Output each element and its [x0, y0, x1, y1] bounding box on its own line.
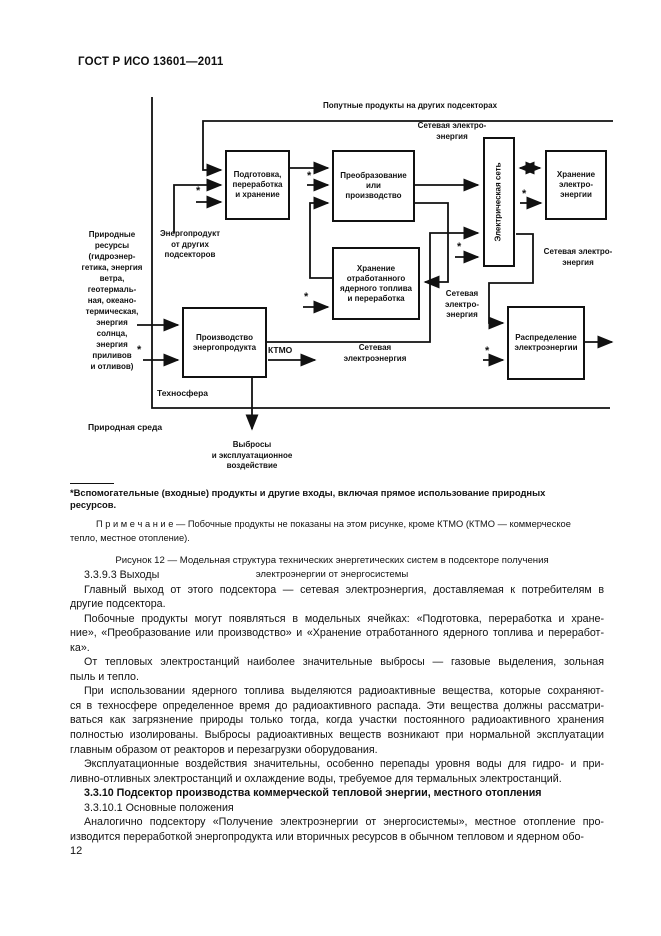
box-podgotovka: Подготовка, переработка и хранение — [225, 150, 290, 220]
line-proizvodstvo-to-set — [267, 226, 480, 343]
label-grid-energy-top: Сетевая электро- энергия — [417, 121, 487, 141]
asterisk-podgotovka: * — [196, 185, 201, 197]
figure-footnote: *Вспомогательные (входные) продукты и др… — [70, 487, 546, 510]
body-paragraph: От тепловых электростанций наиболее знач… — [70, 656, 604, 685]
label-grid-energy-mid: Сетевая электро- энергия — [444, 289, 480, 319]
label-tehnosfera: Техносфера — [157, 388, 209, 398]
footnote-rule — [70, 483, 114, 484]
label-energoprodukt: Энергопродукт от других подсекторов — [159, 229, 221, 259]
asterisk-resources: * — [137, 344, 142, 356]
asterisk-elektroset: * — [457, 241, 462, 253]
line-energoprodukt-input — [173, 178, 223, 233]
text-line: ние», «Преобразование или производство» … — [70, 627, 604, 640]
body-paragraph: 3.3.9.3 Выходы — [70, 569, 604, 584]
figure-12-diagram: Подготовка, переработка и хранение Преоб… — [0, 95, 661, 475]
text-line: главным образом от реакторов и перезагру… — [70, 743, 378, 756]
label-natural-resources: Природные ресурсы (гидроэнер- гетика, эн… — [81, 230, 143, 371]
text-line: Главный выход от этого подсектора — сете… — [84, 583, 604, 596]
box-proizvodstvo: Производство энергопродукта — [182, 307, 267, 378]
label-grid-energy-bottom: Сетевая электроэнергия — [343, 343, 407, 363]
text-line: 3.3.10.1 Основные положения — [84, 801, 234, 814]
body-paragraph: 3.3.10 Подсектор производства коммерческ… — [70, 787, 604, 802]
body-paragraph: При использовании ядерного топлива выдел… — [70, 685, 604, 758]
text-line: 3.3.9.3 Выходы — [84, 569, 160, 581]
line-tehnosfera-boundary — [151, 97, 610, 409]
box-hranenie-yad: Хранение отработанного ядерного топлива … — [332, 247, 420, 320]
asterisk-hranenie-yad: * — [304, 291, 309, 303]
box-elektroset-label: Электрическая сеть — [494, 162, 503, 242]
figure-caption: Рисунок 12 — Модельная структура техниче… — [115, 555, 549, 580]
text-line: другие подсектора. — [70, 598, 166, 611]
text-line: 3.3.10 Подсектор производства коммерческ… — [84, 787, 542, 800]
label-grid-energy-right: Сетевая электро- энергия — [543, 247, 613, 267]
line-set-to-raspredelenie — [488, 233, 534, 330]
body-paragraph: Побочные продукты могут появляться в мод… — [70, 613, 604, 657]
text-line: От тепловых электростанций наиболее знач… — [84, 656, 604, 669]
line-hranyad-to-preobrazovanie — [309, 196, 332, 279]
asterisk-raspredelenie: * — [485, 345, 490, 357]
asterisk-hranenie-ee: * — [522, 188, 527, 200]
text-line: При использовании ядерного топлива выдел… — [84, 685, 604, 698]
text-line: Эксплуатационные воздействия значительны… — [84, 758, 604, 771]
line-preobrazovanie-to-hranyad — [415, 202, 449, 289]
text-line: ливно-отливных электростанций и охлажден… — [70, 772, 562, 785]
box-raspredelenie: Распределение электроэнергии — [507, 306, 585, 380]
label-ktmo: КТМО — [268, 345, 293, 355]
label-byproducts: Попутные продукты на других подсекторах — [322, 101, 498, 110]
asterisk-preobrazovanie: * — [307, 170, 312, 182]
text-line: Аналогично подсектору «Получение электро… — [84, 816, 604, 829]
text-line: ка». — [70, 641, 90, 654]
box-elektroset: Электрическая сеть — [483, 137, 515, 267]
text-line: полностью изолированы. Выбросы радиоакти… — [70, 729, 604, 742]
label-natural-environment: Природная среда — [88, 422, 163, 432]
box-hranenie-ee: Хранение электро- энергии — [545, 150, 607, 220]
text-line: пыль и тепло. — [70, 670, 139, 683]
figure-note: П р и м е ч а н и е — Побочные продукты … — [70, 519, 571, 543]
diagram-lines-layer — [137, 97, 614, 431]
label-emissions: Выбросы и эксплуатационное воздействие — [211, 440, 293, 470]
page-number: 12 — [70, 845, 83, 857]
box-preobrazovanie: Преобразование или производство — [332, 150, 415, 222]
body-paragraph: 3.3.10.1 Основные положения — [70, 802, 604, 817]
page-header: ГОСТ Р ИСО 13601—2011 — [78, 56, 224, 68]
body-paragraph: Аналогично подсектору «Получение электро… — [70, 816, 604, 845]
text-line: ваться как загрязнение природы только то… — [70, 714, 604, 727]
body-paragraph: Главный выход от этого подсектора — сете… — [70, 584, 604, 613]
figure-notes: *Вспомогательные (входные) продукты и др… — [70, 483, 594, 582]
text-line: изводится переработкой энергопродукта ил… — [70, 830, 584, 843]
text-line: ся в техносфере определенное время до ра… — [70, 699, 604, 712]
body-paragraph: Эксплуатационные воздействия значительны… — [70, 758, 604, 787]
text-line: Побочные продукты могут появляться в мод… — [84, 612, 604, 625]
line-byproducts-feedback — [202, 120, 613, 177]
